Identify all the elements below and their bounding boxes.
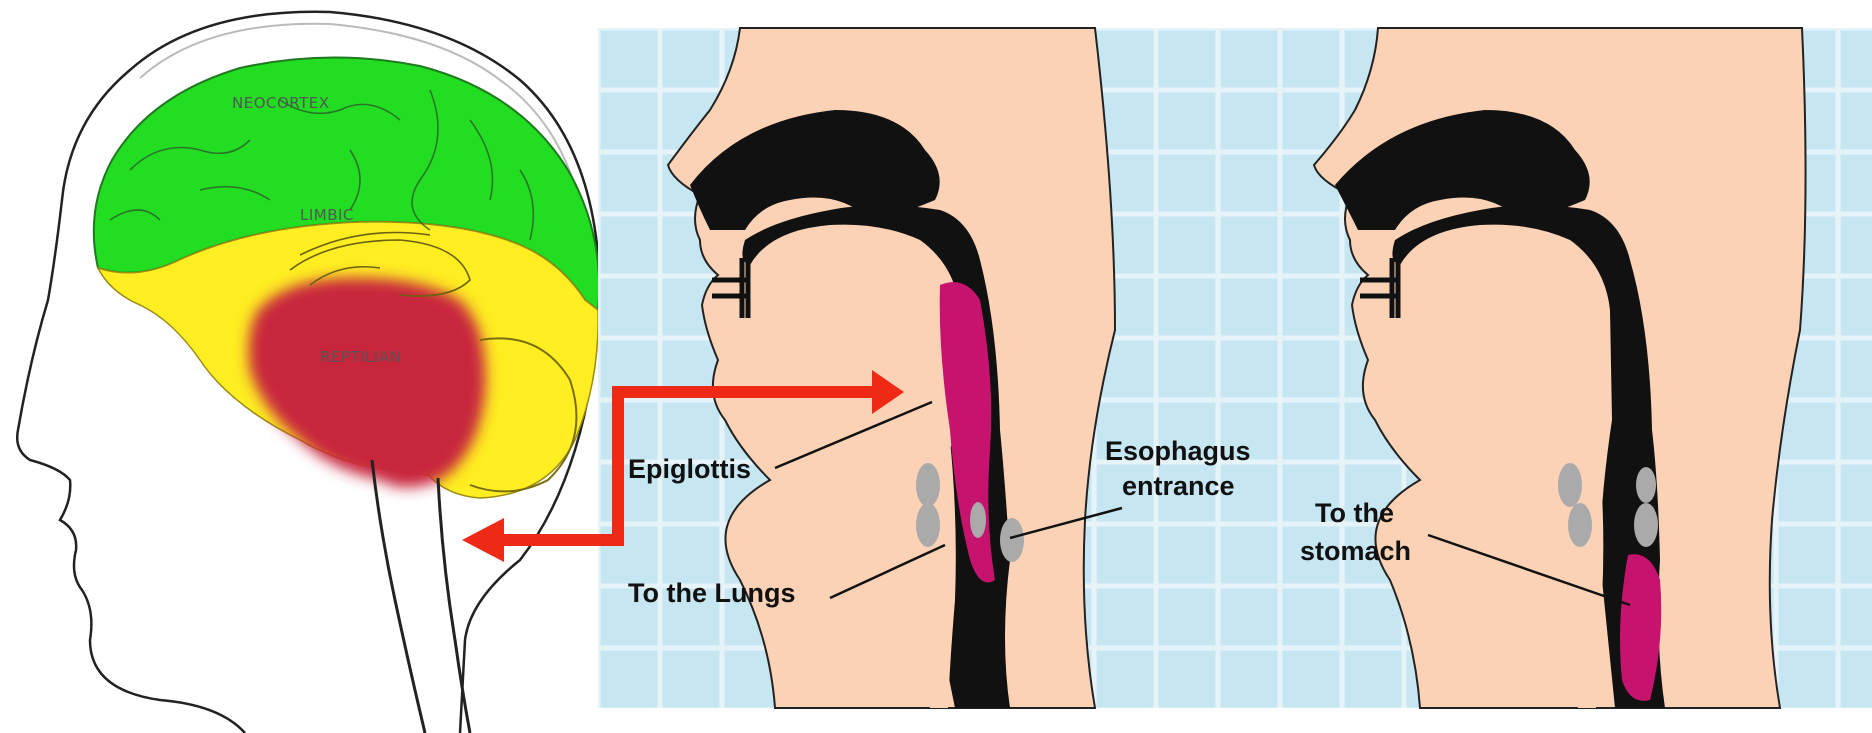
reptilian-label: REPTILIAN: [320, 348, 401, 366]
esophagus-label-line2: entrance: [1122, 471, 1235, 501]
stomach-label-line1: To the: [1315, 498, 1394, 528]
neocortex-label: NEOCORTEX: [232, 94, 330, 112]
throat-panel: Epiglottis Esophagus entrance To the Lun…: [598, 28, 1872, 708]
lungs-label: To the Lungs: [628, 578, 795, 608]
stomach-label-line2: stomach: [1300, 536, 1411, 566]
esophagus-label-line1: Esophagus: [1105, 436, 1251, 466]
limbic-label: LIMBIC: [300, 206, 354, 224]
epiglottis-label: Epiglottis: [628, 454, 751, 484]
brain-panel: NEOCORTEX LIMBIC REPTILIAN: [17, 12, 600, 733]
